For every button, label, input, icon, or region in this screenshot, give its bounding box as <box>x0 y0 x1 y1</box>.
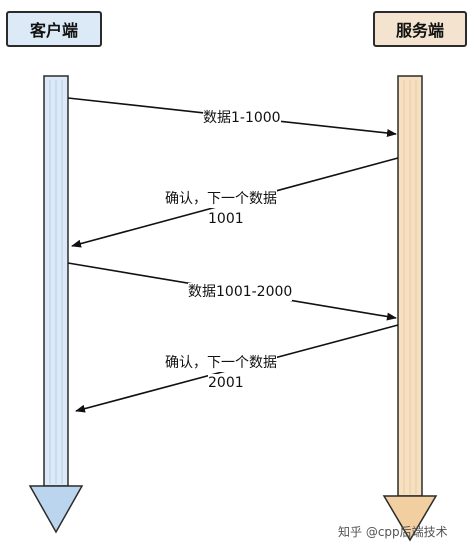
message-label-2-line2: 1001 <box>208 210 244 228</box>
message-label-4-line1: 确认，下一个数据 <box>165 354 277 372</box>
client-lifeline <box>28 75 84 534</box>
server-header: 服务端 <box>373 11 467 47</box>
server-lifeline <box>382 75 438 542</box>
watermark: 知乎 @cpp后端技术 <box>338 525 448 539</box>
message-label-4-line2: 2001 <box>208 374 244 392</box>
client-header: 客户端 <box>6 11 102 47</box>
message-label-1: 数据1-1000 <box>203 109 281 127</box>
message-label-2-line1: 确认，下一个数据 <box>165 190 277 208</box>
message-label-3: 数据1001-2000 <box>188 283 293 301</box>
